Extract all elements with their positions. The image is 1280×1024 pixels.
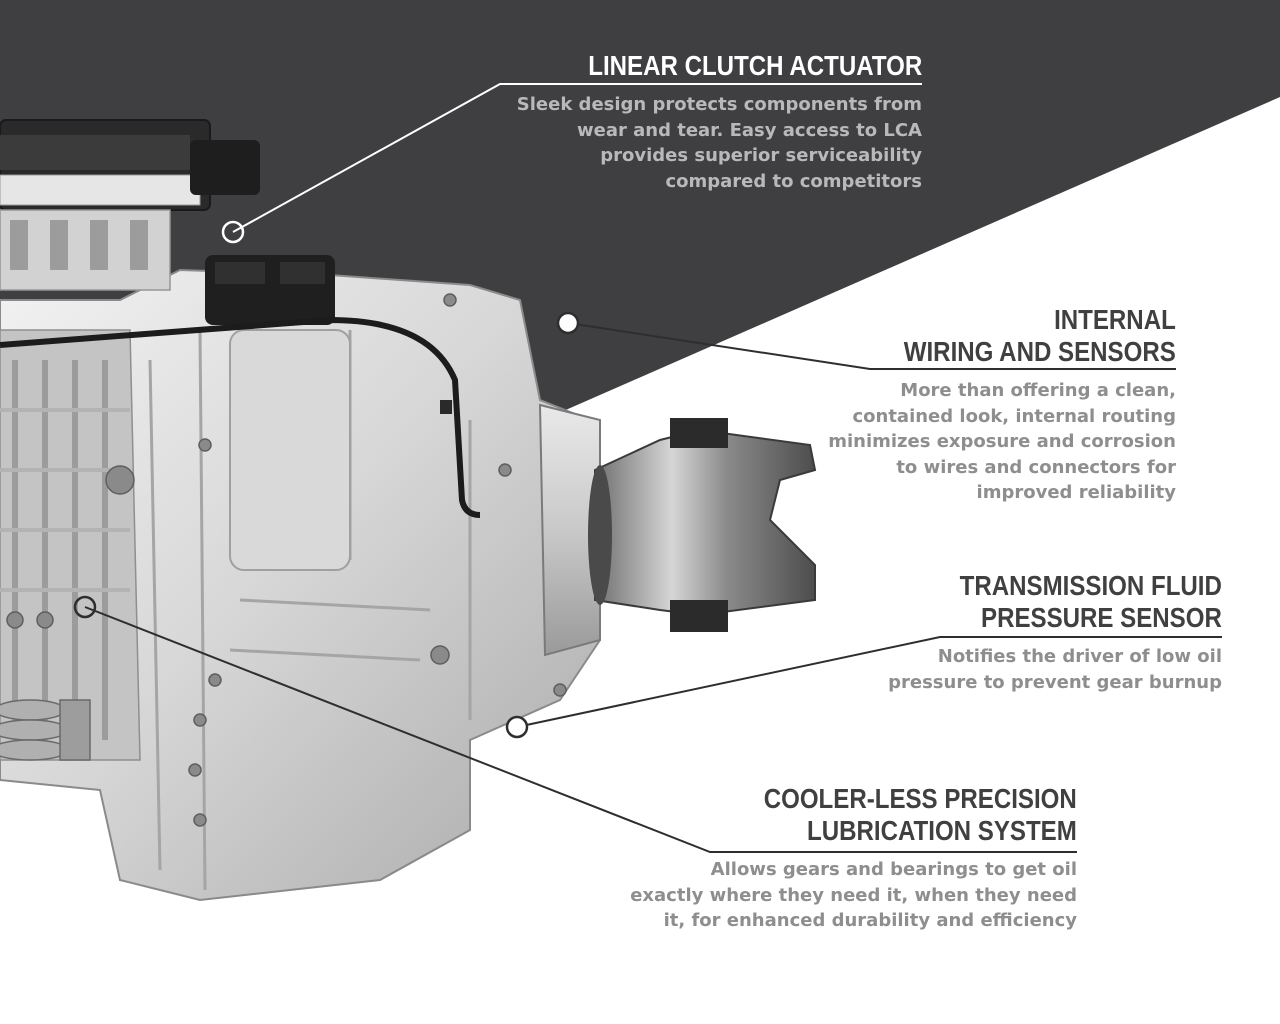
leader-line-internal-wiring xyxy=(567,322,1176,370)
marker-internal-wiring xyxy=(556,311,580,335)
callout-linear-clutch-actuator: LINEAR CLUTCH ACTUATOR Sleek design prot… xyxy=(517,50,922,194)
callout-description: Sleek design protects components from we… xyxy=(517,92,922,194)
desc-line: wear and tear. Easy access to LCA xyxy=(576,119,922,141)
desc-line: Notifies the driver of low oil xyxy=(937,646,1222,667)
marker-fluid-pressure-sensor xyxy=(505,715,529,739)
callout-title: LINEAR CLUTCH ACTUATOR xyxy=(573,50,922,82)
desc-line: contained look, internal routing xyxy=(852,405,1176,427)
marker-lubrication-system xyxy=(73,595,97,619)
desc-line: improved reliability xyxy=(976,482,1176,503)
transmission-icon xyxy=(0,119,817,902)
leader-line-fluid-pressure-sensor xyxy=(516,636,1222,728)
callout-description: More than offering a clean, contained lo… xyxy=(828,378,1176,506)
desc-line: More than offering a clean, xyxy=(900,380,1176,401)
desc-line: Sleek design protects components from xyxy=(516,94,922,115)
callout-transmission-fluid-pressure-sensor: TRANSMISSION FLUID PRESSURE SENSOR Notif… xyxy=(888,570,1222,695)
callout-markers xyxy=(73,220,580,739)
desc-line: pressure to prevent gear burnup xyxy=(888,671,1222,693)
callout-title: COOLER-LESS PRECISION LUBRICATION SYSTEM xyxy=(693,783,1077,847)
desc-line: it, for enhanced durability and efficien… xyxy=(663,910,1077,931)
callout-description: Allows gears and bearings to get oil exa… xyxy=(630,857,1077,934)
callout-title: INTERNAL WIRING AND SENSORS xyxy=(877,304,1176,368)
callout-description: Notifies the driver of low oil pressure … xyxy=(888,644,1222,695)
title-line: WIRING AND SENSORS xyxy=(903,336,1176,367)
title-line: LINEAR CLUTCH ACTUATOR xyxy=(588,50,922,81)
title-line: PRESSURE SENSOR xyxy=(981,602,1222,633)
desc-line: Allows gears and bearings to get oil xyxy=(710,859,1077,880)
callout-title: TRANSMISSION FLUID PRESSURE SENSOR xyxy=(935,570,1222,634)
title-line: LUBRICATION SYSTEM xyxy=(807,815,1077,846)
marker-linear-clutch-actuator xyxy=(221,220,245,244)
leader-line-lubrication-system xyxy=(84,606,1077,853)
desc-line: to wires and connectors for xyxy=(896,456,1176,478)
desc-line: exactly where they need it, when they ne… xyxy=(630,884,1077,906)
title-line: TRANSMISSION FLUID xyxy=(959,570,1222,601)
leader-line-linear-clutch-actuator xyxy=(232,83,922,233)
desc-line: provides superior serviceability xyxy=(600,145,922,166)
desc-line: compared to competitors xyxy=(665,170,922,192)
callout-cooler-less-precision-lubrication-system: COOLER-LESS PRECISION LUBRICATION SYSTEM… xyxy=(630,783,1077,934)
title-line: COOLER-LESS PRECISION xyxy=(763,783,1077,814)
callout-internal-wiring-and-sensors: INTERNAL WIRING AND SENSORS More than of… xyxy=(828,304,1176,506)
desc-line: minimizes exposure and corrosion xyxy=(828,431,1176,452)
title-line: INTERNAL xyxy=(1054,304,1176,335)
leader-lines xyxy=(84,83,1222,853)
